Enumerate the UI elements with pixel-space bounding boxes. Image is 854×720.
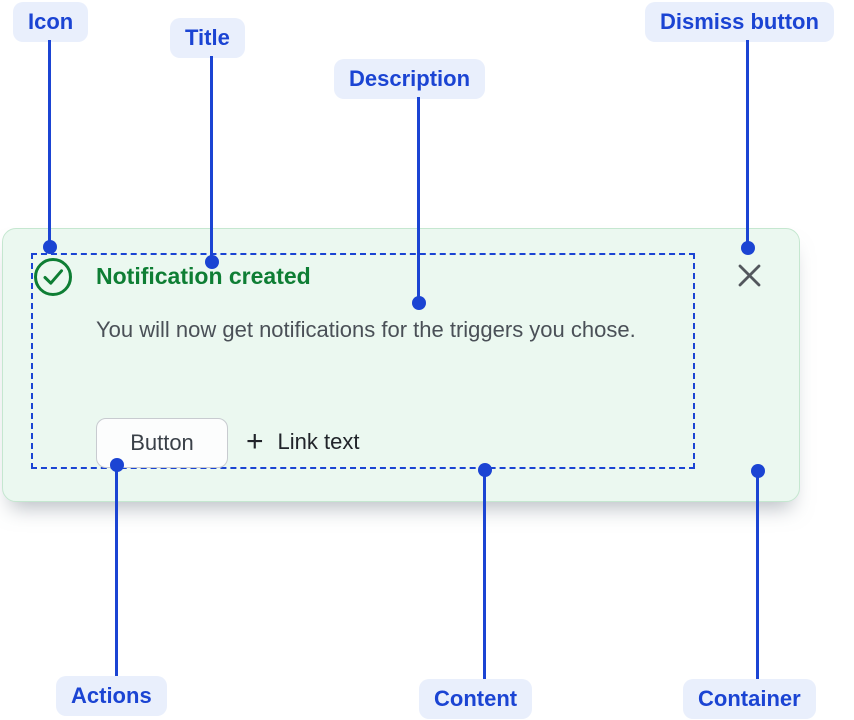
connector-icon-line: [48, 40, 51, 247]
connector-container-dot: [751, 464, 765, 478]
notification-description: You will now get notifications for the t…: [96, 317, 636, 342]
content-outline: [31, 253, 695, 469]
label-container: Container: [683, 679, 816, 719]
link-text[interactable]: + Link text: [246, 425, 360, 458]
action-button-label: Button: [130, 430, 194, 455]
label-title: Title: [170, 18, 245, 58]
connector-title-dot: [205, 255, 219, 269]
connector-container-line: [756, 471, 759, 679]
notification-title: Notification created: [96, 263, 311, 289]
close-icon: [736, 262, 763, 292]
connector-icon-dot: [43, 240, 57, 254]
connector-description-line: [417, 97, 420, 303]
connector-actions-dot: [110, 458, 124, 472]
connector-description-dot: [412, 296, 426, 310]
connector-content-line: [483, 470, 486, 679]
label-content: Content: [419, 679, 533, 719]
connector-content-dot: [478, 463, 492, 477]
dismiss-button[interactable]: [731, 259, 767, 295]
label-description: Description: [334, 59, 486, 99]
label-icon: Icon: [13, 2, 89, 42]
connector-actions-line: [115, 465, 118, 676]
check-circle-icon: [33, 257, 73, 297]
label-actions: Actions: [56, 676, 167, 716]
link-text-label: Link text: [277, 429, 360, 454]
plus-icon: +: [246, 425, 264, 458]
label-dismiss-button: Dismiss button: [645, 2, 834, 42]
connector-title-line: [210, 56, 213, 263]
connector-dismiss-dot: [741, 241, 755, 255]
connector-dismiss-line: [746, 40, 749, 248]
